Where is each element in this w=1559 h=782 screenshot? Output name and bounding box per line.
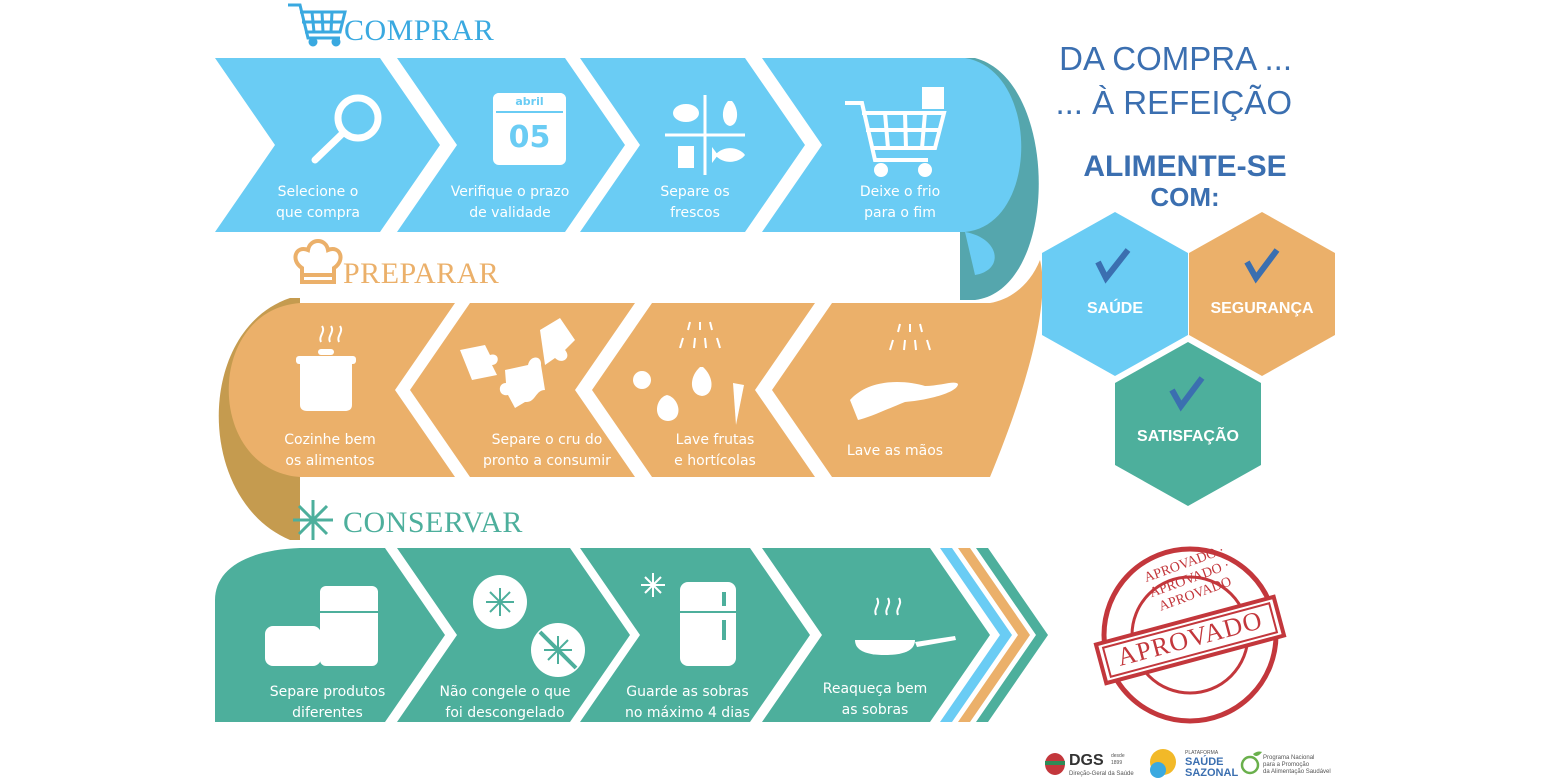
food-groups-icon [665, 95, 745, 175]
snowflake-icon [293, 500, 333, 540]
step-label-verifique: Verifique o prazo de validade [450, 184, 570, 221]
plataforma-line2: SAZONAL [1185, 767, 1239, 779]
no-freeze-icon [473, 575, 585, 677]
plataforma-line1: SAÚDE [1185, 756, 1224, 768]
step-label-guarde-sobras: Guarde as sobras no máximo 4 dias [625, 684, 750, 721]
calendar-month: abril [515, 95, 544, 108]
plataforma-top: PLATAFORMA [1185, 750, 1219, 756]
step-label-separe-frescos: Separe os frescos [660, 184, 730, 221]
section-title-comprar: COMPRAR [344, 14, 495, 47]
hexagon-satisfacao [1115, 342, 1261, 506]
calendar-day: 05 [508, 120, 551, 155]
check-icon-seguranca [1244, 248, 1280, 284]
subhead-line1: ALIMENTE-SE [1083, 150, 1287, 183]
section-title-conservar: CONSERVAR [343, 506, 523, 539]
saude-sazonal-logo-icon [1150, 749, 1176, 778]
shopping-cart-icon [288, 3, 347, 47]
puzzle-icon [460, 318, 575, 408]
fridge-containers-icon [265, 586, 378, 666]
pnpas-line3: da Alimentação Saudável [1263, 769, 1331, 775]
step-label-cozinhe: Cozinhe bem os alimentos [284, 432, 376, 469]
hand-water-icon [850, 323, 958, 420]
step-label-lave-maos: Lave as mãos [846, 443, 944, 459]
pan-icon [855, 597, 956, 655]
headline-line1: DA COMPRA ... [1059, 40, 1292, 77]
check-icon-satisfacao [1169, 376, 1205, 412]
dgs-logo-since1: desde [1111, 753, 1125, 759]
dgs-logo-icon [1045, 753, 1065, 775]
pnpas-logo-icon [1240, 751, 1262, 775]
vegetables-icon [633, 321, 744, 425]
headline-line2: ... À REFEIÇÃO [1055, 84, 1292, 121]
step-label-deixe-frio: Deixe o frio para o fim [859, 184, 941, 221]
check-icon-saude [1095, 248, 1131, 284]
step-label-selecione: Selecione o que compra [276, 184, 360, 221]
pnpas-line1: Programa Nacional [1263, 755, 1315, 761]
dgs-logo-since2: 1899 [1111, 760, 1123, 766]
dgs-logo-sub: Direção-Geral da Saúde [1069, 771, 1134, 777]
dgs-logo-name: DGS [1069, 752, 1104, 769]
fridge-icon [641, 573, 736, 666]
subhead-line2: COM: [1150, 182, 1220, 212]
step-label-lave-frutas: Lave frutas e hortícolas [674, 432, 756, 469]
step-label-reaqueca: Reaqueça bem as sobras [822, 681, 928, 718]
hexagon-label-seguranca: SEGURANÇA [1210, 300, 1314, 317]
comprar-band [215, 58, 1022, 275]
section-title-preparar: PREPARAR [343, 257, 500, 290]
step-label-nao-congele: Não congele o que foi descongelado [439, 684, 571, 721]
chef-hat-icon [293, 239, 343, 284]
pot-icon [296, 325, 356, 411]
hexagon-label-satisfacao: SATISFAÇÃO [1137, 428, 1239, 445]
step-label-separe-cru: Separe o cru do pronto a consumir [483, 432, 611, 469]
hexagon-saude [1042, 212, 1188, 376]
step-label-separe-produtos: Separe produtos diferentes [269, 684, 386, 721]
pnpas-line2: para a Promoção [1263, 762, 1310, 768]
hexagon-label-saude: SAÚDE [1086, 300, 1143, 317]
approved-stamp [1093, 546, 1287, 724]
calendar-icon [493, 93, 566, 165]
hexagon-seguranca [1189, 212, 1335, 376]
cart-freezer-icon [845, 87, 947, 177]
magnifier-icon [311, 94, 382, 164]
